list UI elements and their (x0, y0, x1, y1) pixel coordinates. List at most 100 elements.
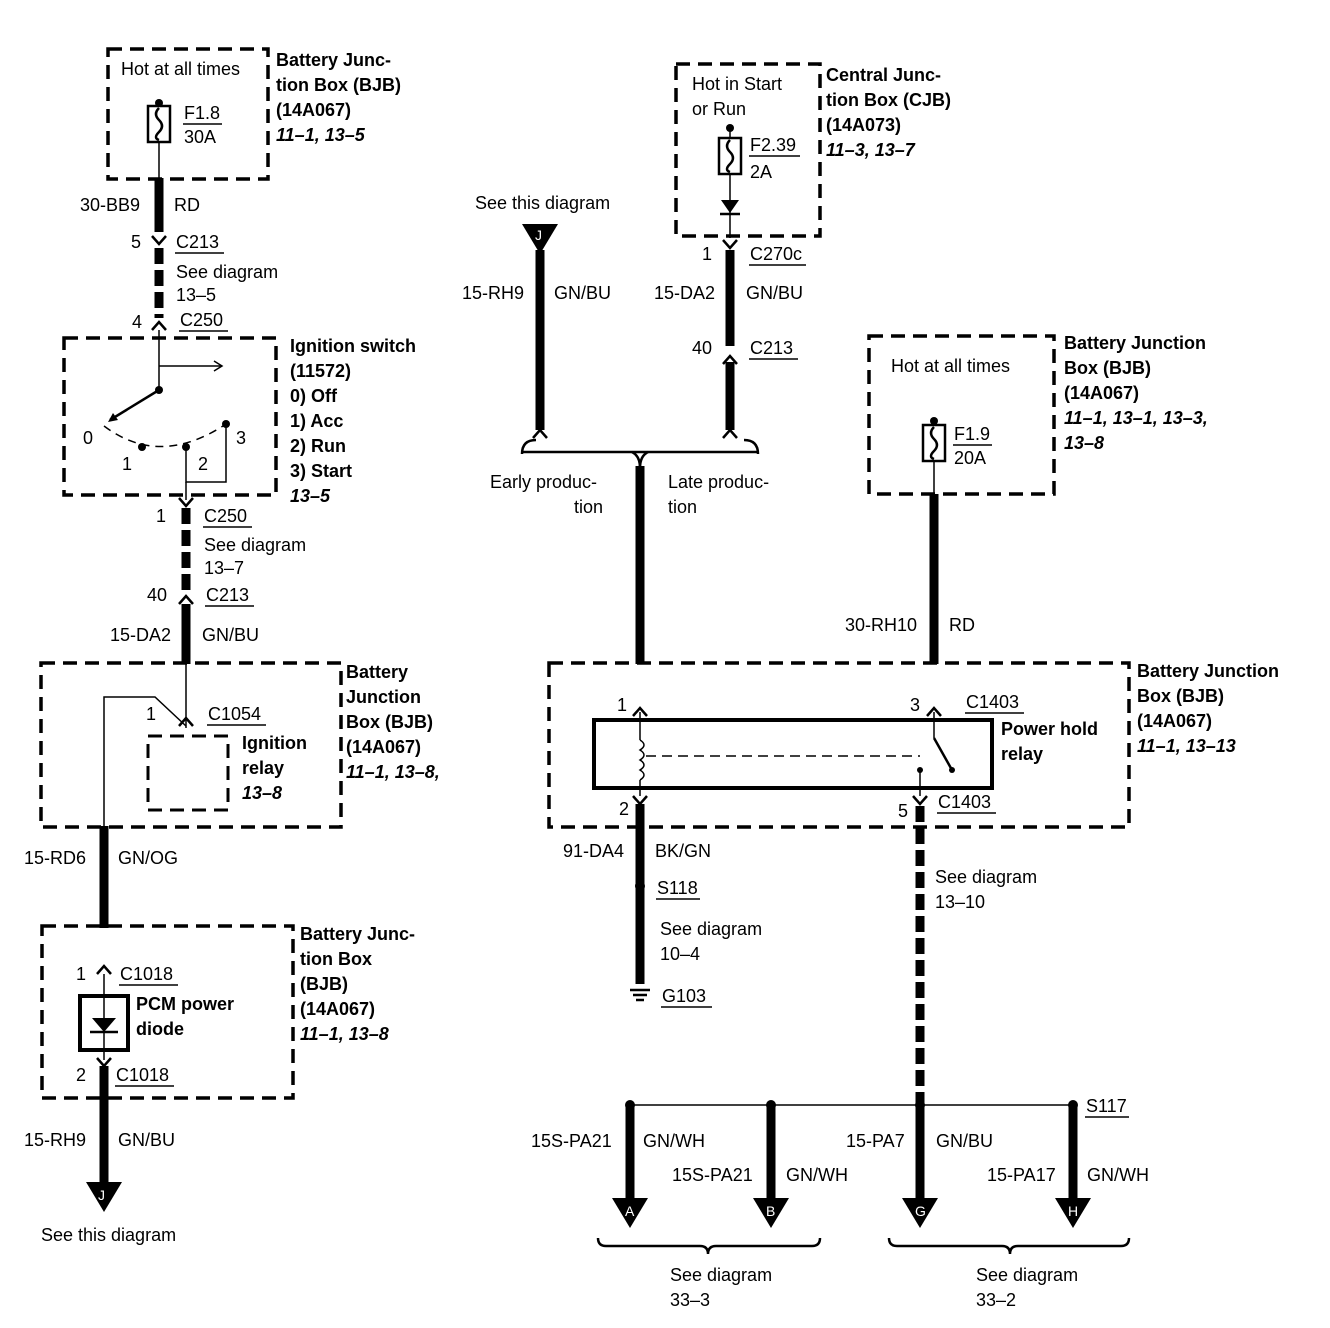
ignition-pos-1: 1 (122, 454, 132, 474)
bjb-d-ref-2: 13–8 (1064, 433, 1104, 453)
fuse-f19-rating: 20A (954, 448, 986, 468)
bjb-c-title-1: Battery Junc- (300, 924, 415, 944)
ignition-relay-label-1: Ignition (242, 733, 307, 753)
arrow-b-icon (753, 1198, 789, 1228)
ignition-pos-0: 0 (83, 428, 93, 448)
bjb-box-ignition-relay (39, 661, 343, 829)
wire-30-bb9-color: RD (174, 195, 200, 215)
connector-c1054-label: C1054 (208, 704, 261, 724)
hot-in-start-label-1: Hot in Start (692, 74, 782, 94)
hot-at-all-times-label-2: Hot at all times (891, 356, 1010, 376)
connector-c250-label: C250 (180, 310, 223, 330)
arrow-b-label: B (766, 1203, 775, 1219)
hot-in-start-label-2: or Run (692, 99, 746, 119)
wire-91-da4-color: BK/GN (655, 841, 711, 861)
cjb-title-2: tion Box (CJB) (826, 90, 951, 110)
pin-1-label-c1054: 1 (146, 704, 156, 724)
connector-c1403-top-label: C1403 (966, 692, 1019, 712)
wire-30-bb9-code: 30-BB9 (80, 195, 140, 215)
pin-5-label: 5 (131, 232, 141, 252)
bjb-a-title-2: tion Box (BJB) (276, 75, 401, 95)
wire-15-da2-code: 15-DA2 (110, 625, 171, 645)
fuse-f239-id: F2.39 (750, 135, 796, 155)
arrow-g-label: G (915, 1203, 926, 1219)
arrow-j-in-icon (522, 224, 558, 254)
power-hold-relay-label-2: relay (1001, 744, 1043, 764)
connector-c1054-icon (178, 716, 194, 727)
bjb-a-title-1: Battery Junc- (276, 50, 391, 70)
fuse-f18-element (154, 107, 164, 142)
bjb-a-ref: 11–1, 13–5 (276, 125, 366, 145)
pin-2-label-c1403: 2 (619, 799, 629, 819)
connector-c250-pin4-icon (151, 320, 167, 331)
wire-15-pa17-color: GN/WH (1087, 1165, 1149, 1185)
fuse-f18-icon (146, 104, 172, 144)
see-diagram-13-7: 13–7 (204, 558, 244, 578)
see-diagram-label-4: See diagram (935, 867, 1037, 887)
wire-15-pa7-color: GN/BU (936, 1131, 993, 1151)
connector-c1018-pin1-icon (96, 964, 112, 975)
bjb-d-title-1: Battery Junction (1064, 333, 1206, 353)
pin-2-label-c1018: 2 (76, 1065, 86, 1085)
pin-3-label-c1403: 3 (910, 695, 920, 715)
connector-c1403-bottom-label: C1403 (938, 792, 991, 812)
see-diagram-label: See diagram (176, 262, 278, 282)
pin-5-label-c1403: 5 (898, 801, 908, 821)
early-production-label-2: tion (574, 497, 603, 517)
ignition-pos-acc: 1) Acc (290, 411, 343, 431)
arrow-j-in-label: J (535, 227, 542, 243)
wire-30-rh10-code: 30-RH10 (845, 615, 917, 635)
ignition-switch-part: (11572) (290, 361, 351, 381)
connector-c1018-pin2-label: C1018 (116, 1065, 169, 1085)
bjb-c-title-3: (BJB) (300, 974, 348, 994)
pin-40-label-late: 40 (692, 338, 712, 358)
bjb-e-title-3: (14A067) (1137, 711, 1212, 731)
connector-c250-pin1-icon (178, 497, 194, 508)
pin-40-label: 40 (147, 585, 167, 605)
bjb-c-title-2: tion Box (300, 949, 372, 969)
ignition-pos-2: 2 (198, 454, 208, 474)
wire-15s-pa21-a-color: GN/WH (643, 1131, 705, 1151)
connector-c213-label: C213 (176, 232, 219, 252)
late-production-label-1: Late produc- (668, 472, 769, 492)
wire-30-rh10-color: RD (949, 615, 975, 635)
ignition-ref: 13–5 (290, 486, 331, 506)
ignition-pos-3: 3 (236, 428, 246, 448)
ignition-pos-run: 2) Run (290, 436, 346, 456)
wire-15-pa7-code: 15-PA7 (846, 1131, 905, 1151)
pcm-diode-label-2: diode (136, 1019, 184, 1039)
connector-c270c-label: C270c (750, 244, 802, 264)
bjb-d-title-2: Box (BJB) (1064, 358, 1151, 378)
connector-c250-pin1-label: C250 (204, 506, 247, 526)
ignition-switch-box (62, 336, 278, 497)
connector-c213-late-label: C213 (750, 338, 793, 358)
pin-4-label: 4 (132, 312, 142, 332)
see-diagram-13-10: 13–10 (935, 892, 985, 912)
fuse-f19-id: F1.9 (954, 424, 990, 444)
wire-15-rh9-early-code: 15-RH9 (462, 283, 524, 303)
pin-1-label-c270c: 1 (702, 244, 712, 264)
connector-c213-pin5-icon (151, 235, 167, 246)
cjb-box-fuse-f239 (674, 62, 822, 238)
wire-15s-pa21-a-code: 15S-PA21 (531, 1131, 612, 1151)
connector-c213-pin40-late-icon (722, 354, 738, 365)
bjb-c-ref: 11–1, 13–8 (300, 1024, 389, 1044)
relay-coil-icon (638, 739, 645, 781)
ignition-pos-start: 3) Start (290, 461, 352, 481)
wire-15-rh9-code: 15-RH9 (24, 1130, 86, 1150)
power-hold-relay-icon (592, 718, 994, 790)
arrow-a-label: A (625, 1203, 635, 1219)
bjb-box-fuse-f19 (867, 334, 1056, 496)
fuse-f239-rating: 2A (750, 162, 772, 182)
bjb-e-title-2: Box (BJB) (1137, 686, 1224, 706)
ground-g103-label: G103 (662, 986, 706, 1006)
bjb-d-ref-1: 11–1, 13–1, 13–3, (1064, 408, 1208, 428)
connector-c213-pin40-label: C213 (206, 585, 249, 605)
wire-15-rd6-code: 15-RD6 (24, 848, 86, 868)
brace-33-2 (887, 1237, 1131, 1255)
arrow-j-out-label: J (98, 1187, 105, 1203)
ignition-switch-title: Ignition switch (290, 336, 416, 356)
ignition-relay-icon (146, 734, 230, 812)
power-hold-relay-label-1: Power hold (1001, 719, 1098, 739)
